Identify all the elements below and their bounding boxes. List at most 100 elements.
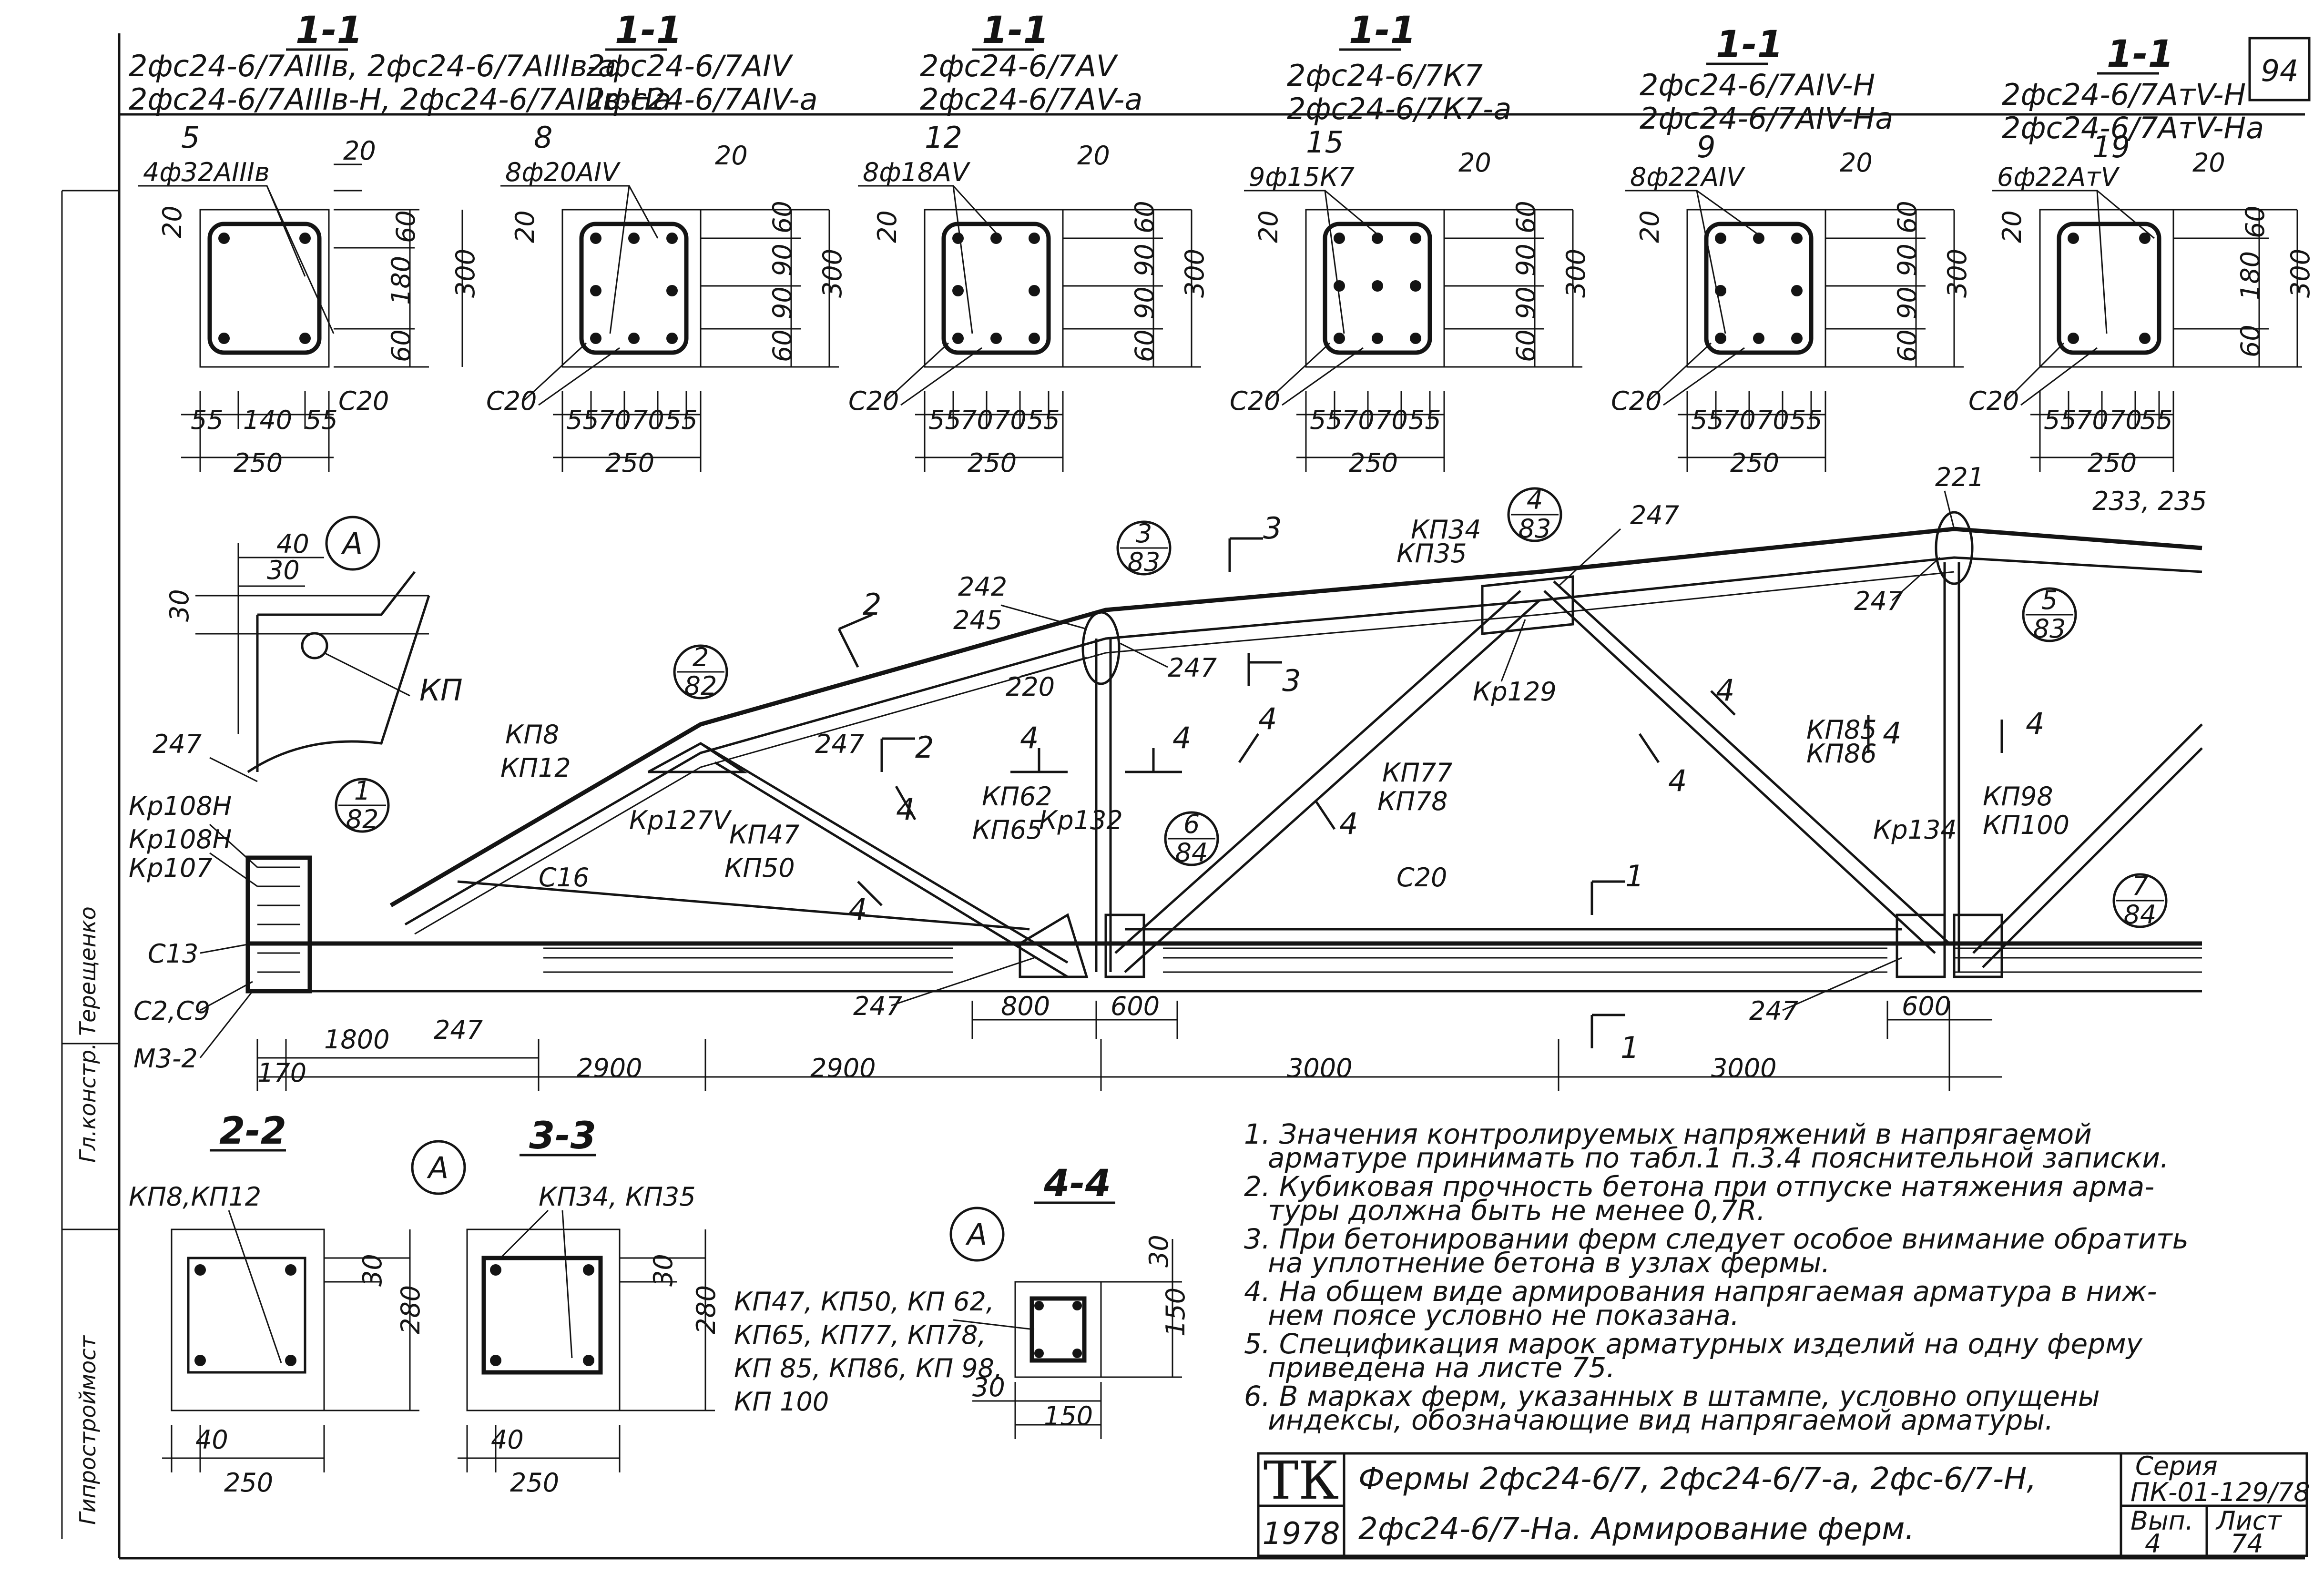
- section-mark-line: 2фс24-6/7К7: [1287, 58, 1483, 93]
- section-marks: КП47, КП50, КП 62,: [734, 1287, 994, 1317]
- section-mark-line: 2фс24-6/7АIV-На: [1640, 101, 1893, 136]
- dim: 800: [1001, 991, 1050, 1021]
- side-stamp: Гл.констр. Терещенко Гипростроймост: [75, 906, 101, 1525]
- dim-h: 70: [1342, 405, 1375, 435]
- note-line: на уплотнение бетона в узлах фермы.: [1268, 1247, 1830, 1279]
- note-line: 3. При бетонировании ферм следует особое…: [1244, 1223, 2189, 1255]
- label: 247: [1168, 653, 1217, 683]
- section-mark-line: 2фс24-6/7АIIIв-Н, 2фс24-6/7АIIIв-На: [129, 82, 671, 117]
- cut-num: 3: [1263, 511, 1282, 546]
- node-marker: 1 82: [335, 776, 390, 834]
- dim-h: 55: [665, 405, 698, 435]
- label: 245: [953, 605, 1002, 635]
- label: Кр134: [1873, 815, 1957, 845]
- bar-spec: 4ф32АIIIв: [143, 157, 270, 187]
- label: 247: [1630, 500, 1679, 530]
- node-markers: 1 82 2 82 3 83 4 83 5 83 6 84: [335, 485, 2168, 930]
- section-title: 1-1: [296, 9, 363, 52]
- section-title: 1-1: [982, 9, 1049, 52]
- dim: 3000: [1287, 1053, 1352, 1083]
- title-block-issue-label: Вып.: [2130, 1506, 2193, 1536]
- dim: 2900: [810, 1053, 876, 1083]
- section-marks: КП34, КП35: [539, 1182, 696, 1212]
- dim: 30: [972, 1372, 1005, 1402]
- dim-side: 20: [872, 210, 902, 243]
- node-sheet: 83: [1128, 547, 1161, 577]
- label: С16: [539, 862, 589, 893]
- node-marker: 6 84: [1164, 809, 1219, 868]
- dim-total: 300: [1561, 249, 1591, 298]
- cut-num: 4: [2026, 706, 2044, 741]
- dim: 600: [1111, 991, 1160, 1021]
- dim-h: 70: [2076, 405, 2109, 435]
- clip-label: С20: [848, 386, 899, 416]
- label: КП34: [1411, 515, 1481, 545]
- detail-a-mark-bottom: А: [411, 1140, 466, 1195]
- node-num: 1: [354, 776, 370, 806]
- section-top-4: 1-1 2фс24-6/7К7 2фс24-6/7К7-а 15 9ф15К7 …: [1230, 9, 1591, 478]
- dim: 30: [648, 1254, 678, 1287]
- dim-v: 90: [1511, 244, 1541, 276]
- label: КП65: [972, 815, 1043, 845]
- dim-h: 55: [928, 405, 961, 435]
- bar-count: 15: [1306, 125, 1344, 160]
- label: С2,С9: [133, 996, 210, 1026]
- title-block-year: 1978: [1263, 1516, 1340, 1552]
- cut-num: 4: [1172, 720, 1191, 755]
- section-top-2: 1-1 2фс24-6/7АIV 2фс24-6/7АIV-а 8 8ф20АI…: [486, 9, 847, 478]
- dim-v: 60: [1892, 329, 1922, 362]
- node-sheet: 82: [346, 804, 379, 834]
- node-num: 6: [1183, 809, 1200, 839]
- cut-num: 1: [1621, 1030, 1639, 1065]
- detail-a: А 40 30 30 КП: [164, 516, 463, 773]
- label: КП35: [1396, 538, 1467, 568]
- detail-a-label: А: [341, 526, 363, 561]
- node-marker: 3 83: [1116, 518, 1172, 577]
- section-top-1: 1-1 2фс24-6/7АIIIв, 2фс24-6/7АIIIв-а 2фс…: [129, 9, 671, 478]
- title-block-issue: 4: [2145, 1529, 2161, 1559]
- label: 242: [958, 572, 1007, 602]
- dim-top: 20: [715, 141, 748, 171]
- label: С13: [148, 939, 198, 969]
- bar-count: 19: [2092, 130, 2130, 164]
- label: КП98: [1983, 781, 2053, 812]
- clip-label: С20: [1611, 386, 1661, 416]
- dim-total: 300: [1942, 249, 1972, 298]
- bar-count: 5: [181, 120, 200, 155]
- section-4-4: 4-4 А КП47, КП50, КП 62, КП65, КП77, КП7…: [734, 1162, 1191, 1439]
- cut-num: 4: [1020, 720, 1039, 755]
- section-2-2: 2-2 КП8,КП12 30 280 40 250: [129, 1110, 426, 1498]
- dim-v: 60: [1130, 201, 1160, 233]
- cut-num: 1: [1625, 859, 1644, 893]
- dim-h: 70: [1375, 405, 1408, 435]
- section-mark-line: 2фс24-6/7АIV: [586, 49, 794, 83]
- node-sheet: 84: [2124, 900, 2157, 930]
- dim: 280: [691, 1285, 721, 1334]
- label: 247: [1749, 996, 1798, 1026]
- dim-v: 60: [767, 201, 797, 233]
- cut-num: 4: [1668, 763, 1687, 798]
- dim-side: 20: [510, 210, 540, 243]
- section-title: 1-1: [1349, 9, 1416, 52]
- dim-side: 30: [164, 589, 194, 622]
- node-sheet: 84: [1175, 838, 1208, 868]
- cut-num: 4: [848, 892, 867, 927]
- dim-v: 90: [1511, 286, 1541, 319]
- section-title: 1-1: [615, 9, 682, 52]
- section-mark-line: 2фс24-6/7АIV-а: [586, 82, 818, 117]
- section-mark-line: 2фс24-6/7АIV-Н: [1640, 68, 1875, 102]
- label: 247: [853, 991, 902, 1021]
- clip-label: С20: [1230, 386, 1280, 416]
- node-num: 4: [1527, 485, 1543, 515]
- section-title: 1-1: [1716, 23, 1783, 66]
- truss-labels: 247 Кр108Н Кр108Н Кр107 С13 С2,С9 М3-2 К…: [129, 462, 2207, 1074]
- dim-v: 60: [2235, 325, 2265, 357]
- node-num: 3: [1136, 518, 1152, 548]
- dim: 30: [1144, 1235, 1174, 1268]
- dim-h: 55: [2044, 405, 2077, 435]
- bar-count: 12: [925, 120, 962, 155]
- dim-v: 180: [2235, 251, 2265, 300]
- dim: 30: [357, 1254, 387, 1287]
- section-3-3: 3-3 КП34, КП35 30 280 40 250: [458, 1115, 721, 1498]
- section-cuts: 1 1 2 2 3 3 4 4 4 4 4 4 4 4 4 4: [837, 511, 2044, 1065]
